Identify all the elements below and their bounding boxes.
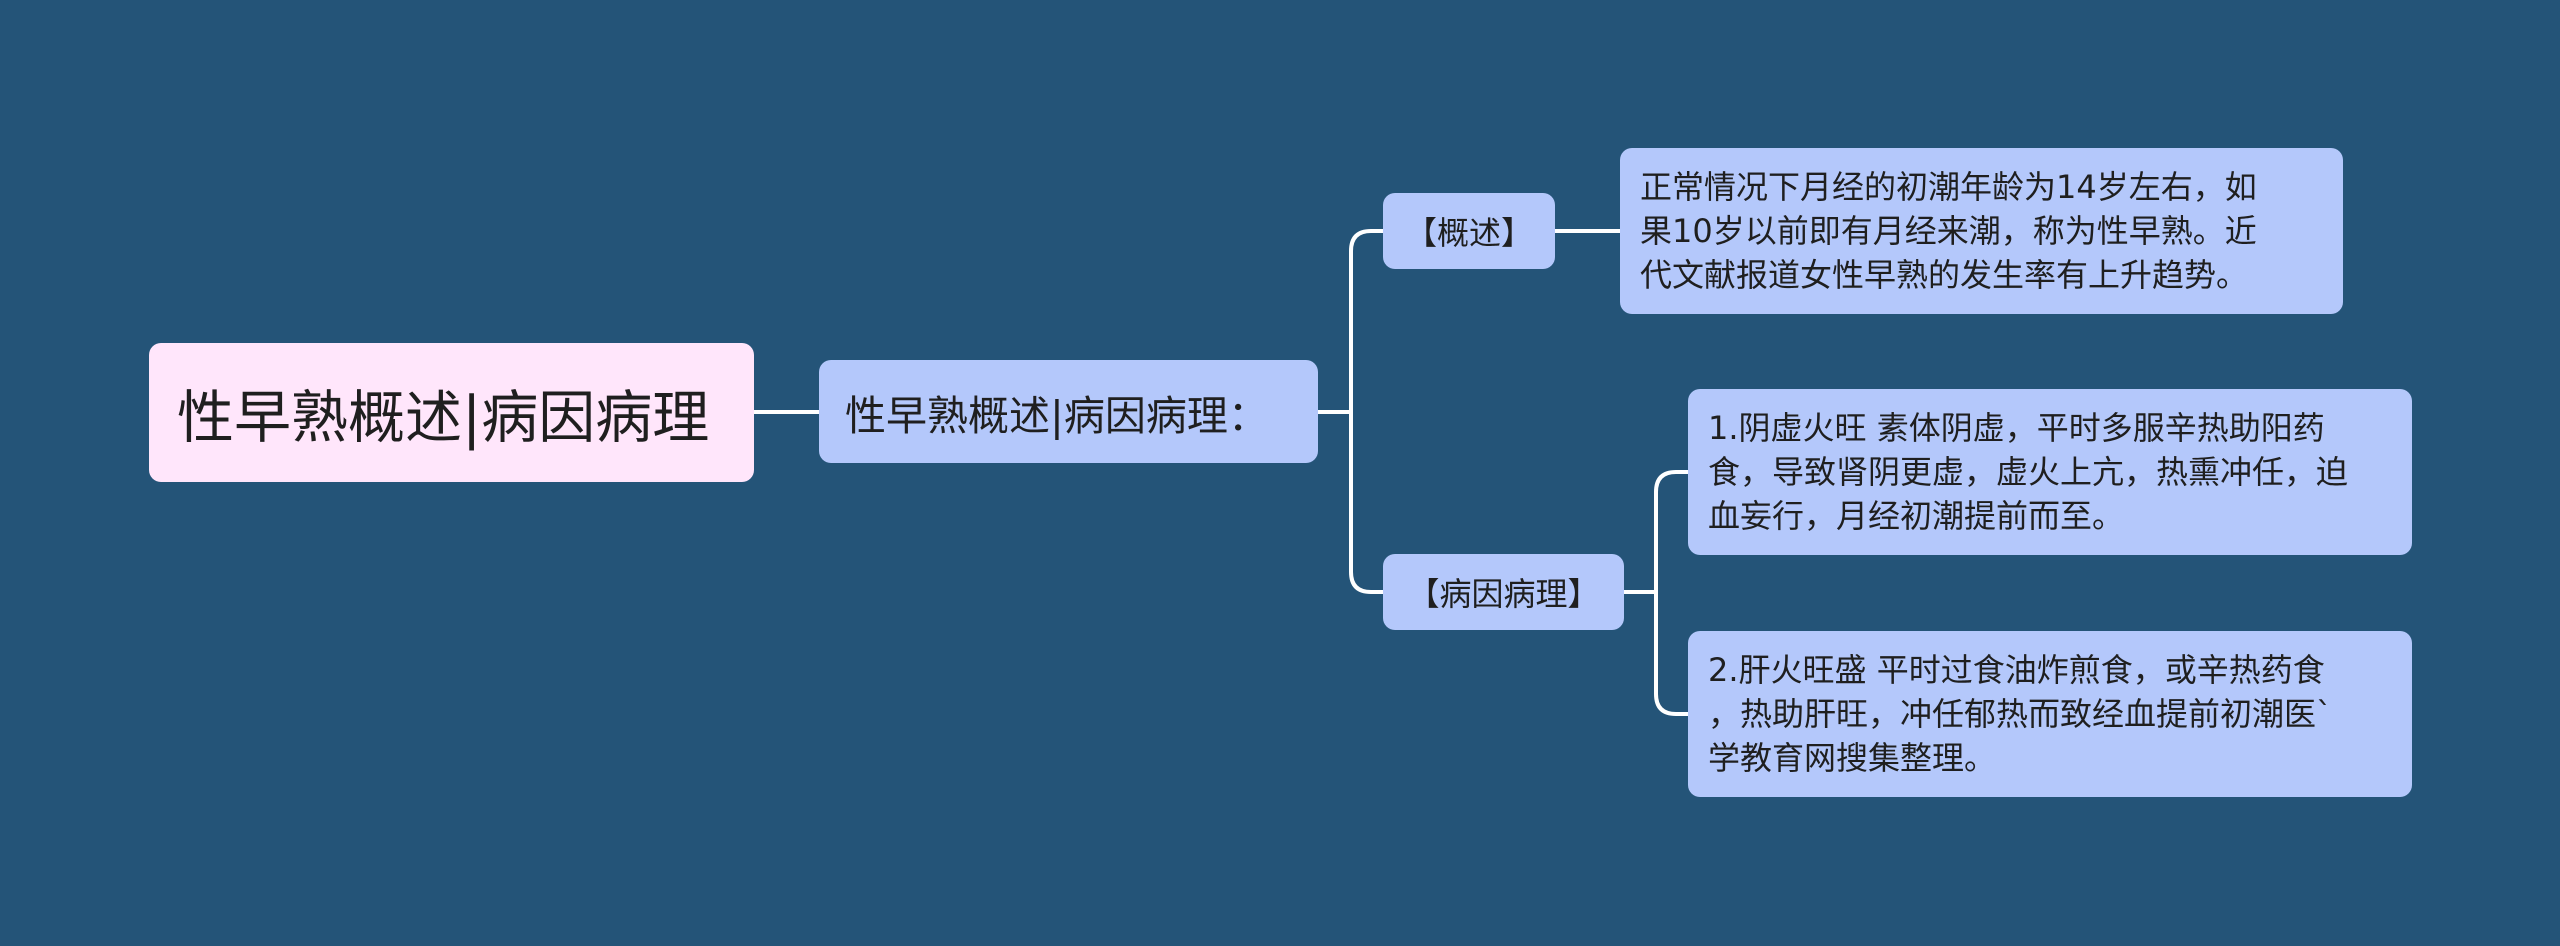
- cause-item-line: 血妄行，月经初潮提前而至。: [1708, 497, 2125, 535]
- root-topic-label: 性早熟概述|病因病理: [177, 384, 710, 451]
- overview-text-line: 正常情况下月经的初潮年龄为14岁左右，如: [1640, 168, 2257, 206]
- cause-item-text: 1.阴虚火旺 素体阴虚，平时多服辛热助阳药 食，导致肾阴更虚，虚火上亢，热熏冲任…: [1708, 406, 2348, 538]
- root-topic[interactable]: 性早熟概述|病因病理: [149, 343, 754, 482]
- cause-item-line: 食，导致肾阴更虚，虚火上亢，热熏冲任，迫: [1708, 453, 2349, 491]
- overview-text-line: 果10岁以前即有月经来潮，称为性早熟。近: [1640, 212, 2257, 250]
- connector-cause-items: [1654, 470, 1690, 716]
- cause-topic-label: 【病因病理】: [1407, 575, 1600, 613]
- branch-topic-label: 性早熟概述|病因病理：: [845, 391, 1269, 440]
- cause-item-line: 2.肝火旺盛 平时过食油炸煎食，或辛热药食: [1708, 651, 2325, 689]
- overview-topic-label: 【概述】: [1404, 214, 1533, 252]
- cause-item-liver-fire[interactable]: 2.肝火旺盛 平时过食油炸煎食，或辛热药食 ，热助肝旺，冲任郁热而致经血提前初潮…: [1688, 631, 2412, 797]
- connector-branch-overview: [1349, 229, 1385, 594]
- overview-text-line: 代文献报道女性早熟的发生率有上升趋势。: [1640, 256, 2249, 294]
- cause-item-line: 学教育网搜集整理。: [1708, 739, 1997, 777]
- cause-topic[interactable]: 【病因病理】: [1383, 554, 1624, 630]
- cause-item-text: 2.肝火旺盛 平时过食油炸煎食，或辛热药食 ，热助肝旺，冲任郁热而致经血提前初潮…: [1708, 648, 2332, 780]
- cause-item-yin-deficiency[interactable]: 1.阴虚火旺 素体阴虚，平时多服辛热助阳药 食，导致肾阴更虚，虚火上亢，热熏冲任…: [1688, 389, 2412, 555]
- branch-topic[interactable]: 性早熟概述|病因病理：: [819, 360, 1318, 463]
- overview-topic[interactable]: 【概述】: [1383, 193, 1555, 269]
- overview-text: 正常情况下月经的初潮年龄为14岁左右，如 果10岁以前即有月经来潮，称为性早熟。…: [1640, 165, 2257, 297]
- cause-item-line: ，热助肝旺，冲任郁热而致经血提前初潮医`: [1708, 695, 2333, 733]
- cause-item-line: 1.阴虚火旺 素体阴虚，平时多服辛热助阳药: [1708, 409, 2325, 447]
- overview-text-node[interactable]: 正常情况下月经的初潮年龄为14岁左右，如 果10岁以前即有月经来潮，称为性早熟。…: [1620, 148, 2343, 314]
